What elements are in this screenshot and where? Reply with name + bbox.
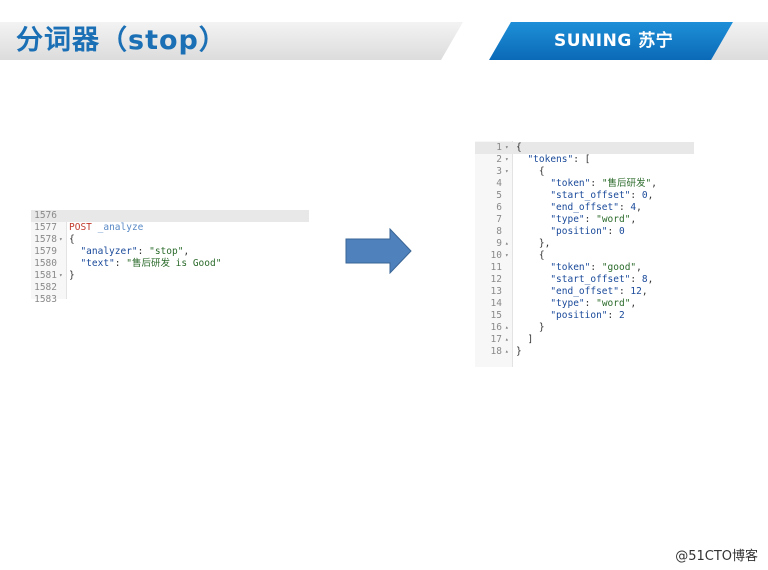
line-number: 1576 [34,210,57,221]
code-line: 4 "token": "售后研发", [475,178,694,190]
code-text: "position": 0 [550,226,625,237]
code-line: 1581▾} [31,270,309,282]
code-text: "end_offset": 12, [550,286,648,297]
header-banner: 分词器（stop） SUNING 苏宁 [0,22,768,60]
line-number: 5 [496,190,502,201]
line-number: 7 [496,214,502,225]
code-line: 1582 [31,282,309,294]
code-text: { [516,166,545,177]
code-text: POST _analyze [69,222,144,233]
code-line: 8 "position": 0 [475,226,694,238]
line-number: 8 [496,226,502,237]
line-number: 12 [490,274,502,285]
line-number-gutter [31,213,67,299]
code-line: 1577 POST _analyze [31,222,309,234]
line-number: 2 [496,154,502,165]
code-line: 3▾ { [475,166,694,178]
line-number: 1578 [34,234,57,245]
code-text: "end_offset": 4, [550,202,642,213]
page-title: 分词器（stop） [16,25,227,56]
code-text: ] [516,334,534,345]
code-line: 5 "start_offset": 0, [475,190,694,202]
line-number: 13 [490,286,502,297]
fold-toggle-icon[interactable]: ▾ [59,236,63,243]
code-text: } [69,270,75,281]
line-number: 1577 [34,222,57,233]
fold-toggle-icon[interactable]: ▴ [505,336,509,343]
line-number: 17 [490,334,502,345]
line-number: 9 [496,238,502,249]
code-text: "start_offset": 8, [550,274,654,285]
line-number: 14 [490,298,502,309]
code-text: }, [516,238,551,249]
code-line: 13 "end_offset": 12, [475,286,694,298]
line-number: 1579 [34,246,57,257]
line-number: 1 [496,142,502,153]
code-line: 11 "token": "good", [475,262,694,274]
code-line: 16▴ } [475,322,694,334]
code-text: { [516,250,545,261]
line-number: 1581 [34,270,57,281]
line-number: 15 [490,310,502,321]
code-text: "token": "good", [550,262,642,273]
right-arrow-icon [345,228,412,274]
code-line: 10▾ { [475,250,694,262]
active-line-highlight [475,142,694,154]
line-number: 18 [490,346,502,357]
code-line: 15 "position": 2 [475,310,694,322]
fold-toggle-icon[interactable]: ▾ [505,168,509,175]
fold-toggle-icon[interactable]: ▴ [505,348,509,355]
response-editor[interactable]: 1▾{2▾ "tokens": [3▾ {4 "token": "售后研发",5… [475,141,694,367]
watermark: @51CTO博客 [675,549,758,564]
active-line-highlight [31,210,309,222]
line-number: 4 [496,178,502,189]
code-line: 1580 "text": "售后研发 is Good" [31,258,309,270]
fold-toggle-icon[interactable]: ▾ [59,272,63,279]
code-text: "position": 2 [550,310,625,321]
line-number: 6 [496,202,502,213]
code-text: { [516,142,522,153]
fold-toggle-icon[interactable]: ▴ [505,240,509,247]
code-line: 18▴} [475,346,694,358]
code-line: 17▴ ] [475,334,694,346]
line-number: 1580 [34,258,57,269]
code-line: 1579 "analyzer": "stop", [31,246,309,258]
fold-toggle-icon[interactable]: ▾ [505,252,509,259]
code-line: 2▾ "tokens": [ [475,154,694,166]
code-line: 1578▾ { [31,234,309,246]
code-text: "token": "售后研发", [550,178,658,189]
fold-toggle-icon[interactable]: ▾ [505,144,509,151]
line-number: 16 [490,322,502,333]
line-number-gutter [475,141,513,367]
code-text: } [516,346,522,357]
code-line: 7 "type": "word", [475,214,694,226]
line-number: 1583 [34,294,57,305]
code-line: 6 "end_offset": 4, [475,202,694,214]
code-line: 12 "start_offset": 8, [475,274,694,286]
code-text: "analyzer": "stop", [80,246,190,257]
code-text: "type": "word", [550,214,637,225]
code-line: 1576 [31,210,309,222]
brand-logo: SUNING 苏宁 [554,31,674,51]
code-text: "tokens": [ [527,154,591,165]
line-number: 3 [496,166,502,177]
code-line: 14 "type": "word", [475,298,694,310]
line-number: 1582 [34,282,57,293]
fold-toggle-icon[interactable]: ▴ [505,324,509,331]
code-text: "text": "售后研发 is Good" [80,258,222,269]
code-text: "start_offset": 0, [550,190,654,201]
code-line: 1▾ { [475,142,694,154]
code-line: 9▴ }, [475,238,694,250]
code-text: "type": "word", [550,298,637,309]
code-line: 1583 [31,294,309,306]
code-text: { [69,234,75,245]
code-text: } [516,322,545,333]
line-number: 10 [490,250,502,261]
line-number: 11 [490,262,502,273]
fold-toggle-icon[interactable]: ▾ [505,156,509,163]
